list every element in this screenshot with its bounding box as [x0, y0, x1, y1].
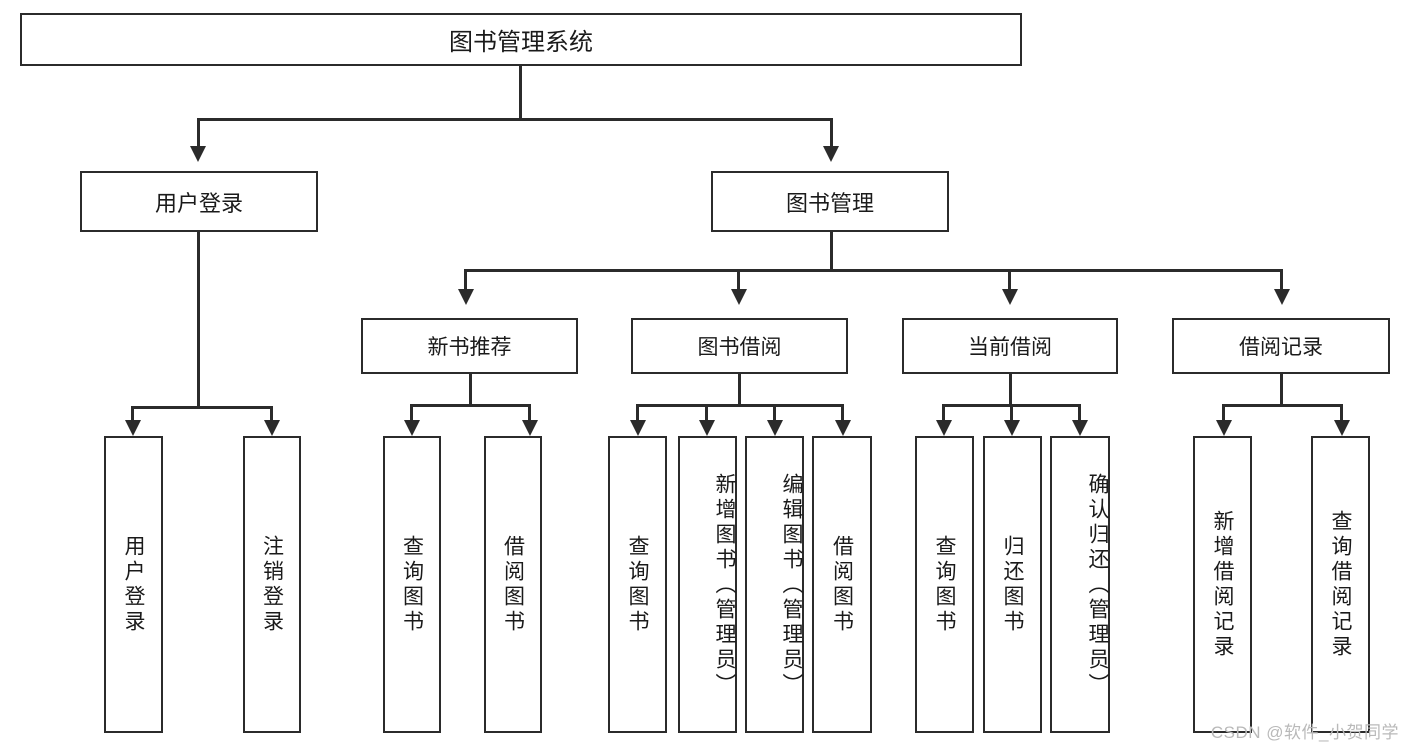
- edge-book-mgmt-to-borrow-record: [1280, 269, 1283, 291]
- arrow-user-login-to-leaf-2: [264, 420, 280, 436]
- leaf-current-borrow-return-book[interactable]: 归还图书: [983, 436, 1042, 733]
- leaf-label: 查询借阅记录: [1329, 509, 1352, 660]
- leaf-user-login-login[interactable]: 用户登录: [104, 436, 163, 733]
- leaf-borrow-record-query-record[interactable]: 查询借阅记录: [1311, 436, 1370, 733]
- leaf-new-book-query-book[interactable]: 查询图书: [383, 436, 441, 733]
- leaf-label: 新增图书（管理员）: [713, 473, 736, 698]
- edge-book-mgmt-to-new-book: [464, 269, 467, 291]
- leaf-label: 用户登录: [122, 534, 145, 635]
- node-user-login-label: 用户登录: [154, 190, 243, 216]
- arrow-current-borrow-to-leaf-3: [1072, 420, 1088, 436]
- edge-root-to-book-mgmt: [830, 118, 833, 148]
- node-root[interactable]: 图书管理系统: [20, 13, 1022, 66]
- edge-borrow-record-to-leaf-1: [1222, 404, 1225, 426]
- edge-user-login-stem: [197, 232, 200, 408]
- edge-current-borrow-to-leaf-3: [1078, 404, 1081, 426]
- edge-current-borrow-to-leaf-2: [1010, 404, 1013, 426]
- edge-current-borrow-to-leaf-1: [942, 404, 945, 426]
- node-new-book-recommend[interactable]: 新书推荐: [361, 318, 578, 374]
- arrow-book-borrow-to-leaf-4: [835, 420, 851, 436]
- leaf-book-borrow-edit-book-admin[interactable]: 编辑图书（管理员）: [745, 436, 804, 733]
- edge-book-borrow-to-leaf-4: [841, 404, 844, 426]
- leaf-current-borrow-query-book[interactable]: 查询图书: [915, 436, 974, 733]
- node-book-borrow-label: 图书借阅: [697, 336, 782, 359]
- edge-root-stem: [519, 66, 522, 120]
- leaf-book-borrow-query-book[interactable]: 查询图书: [608, 436, 667, 733]
- leaf-label: 编辑图书（管理员）: [780, 473, 803, 698]
- node-borrow-record[interactable]: 借阅记录: [1172, 318, 1390, 374]
- edge-new-book-to-leaf-1: [410, 404, 413, 426]
- watermark: CSDN @软件_小贺同学: [1210, 723, 1399, 742]
- arrow-book-mgmt-to-borrow-record: [1274, 289, 1290, 305]
- leaf-label: 查询图书: [626, 534, 649, 635]
- edge-user-login-bus: [131, 406, 270, 409]
- leaf-label: 借阅图书: [501, 534, 525, 635]
- leaf-label: 注销登录: [260, 534, 284, 635]
- edge-book-borrow-stem: [738, 374, 741, 406]
- node-book-borrow[interactable]: 图书借阅: [631, 318, 848, 374]
- leaf-label: 查询图书: [933, 534, 956, 635]
- node-borrow-record-label: 借阅记录: [1239, 336, 1323, 359]
- arrow-book-mgmt-to-new-book: [458, 289, 474, 305]
- leaf-user-login-logout[interactable]: 注销登录: [243, 436, 301, 733]
- arrow-book-mgmt-to-current-borrow: [1002, 289, 1018, 305]
- edge-book-borrow-to-leaf-3: [773, 404, 776, 426]
- arrow-new-book-to-leaf-2: [522, 420, 538, 436]
- edge-book-mgmt-bus: [464, 269, 1282, 272]
- node-book-management[interactable]: 图书管理: [711, 171, 949, 232]
- edge-book-borrow-bus: [636, 404, 842, 407]
- edge-user-login-to-leaf-2: [270, 406, 273, 426]
- leaf-book-borrow-borrow-book[interactable]: 借阅图书: [812, 436, 872, 733]
- edge-root-to-user-login: [197, 118, 200, 148]
- edge-new-book-stem: [469, 374, 472, 406]
- edge-book-borrow-to-leaf-2: [705, 404, 708, 426]
- edge-root-bus: [197, 118, 833, 121]
- edge-book-mgmt-to-book-borrow: [737, 269, 740, 291]
- edge-borrow-record-to-leaf-2: [1340, 404, 1343, 426]
- node-new-book-recommend-label: 新书推荐: [427, 336, 512, 359]
- node-current-borrow[interactable]: 当前借阅: [902, 318, 1118, 374]
- edge-book-mgmt-to-current-borrow: [1008, 269, 1011, 291]
- edge-current-borrow-stem: [1009, 374, 1012, 406]
- edge-borrow-record-bus: [1222, 404, 1340, 407]
- leaf-new-book-borrow-book[interactable]: 借阅图书: [484, 436, 542, 733]
- leaf-label: 借阅图书: [830, 534, 854, 635]
- leaf-label: 确认归还（管理员）: [1086, 473, 1109, 698]
- node-user-login[interactable]: 用户登录: [80, 171, 318, 232]
- arrow-new-book-to-leaf-1: [404, 420, 420, 436]
- edge-borrow-record-stem: [1280, 374, 1283, 406]
- arrow-user-login-to-leaf-1: [125, 420, 141, 436]
- node-book-management-label: 图书管理: [785, 190, 874, 216]
- edge-user-login-to-leaf-1: [131, 406, 134, 426]
- edge-book-borrow-to-leaf-1: [636, 404, 639, 426]
- leaf-label: 归还图书: [1001, 534, 1024, 635]
- leaf-label: 查询图书: [400, 534, 424, 635]
- edge-book-mgmt-stem: [830, 232, 833, 271]
- arrow-borrow-record-to-leaf-1: [1216, 420, 1232, 436]
- leaf-label: 新增借阅记录: [1211, 509, 1234, 660]
- arrow-book-borrow-to-leaf-3: [767, 420, 783, 436]
- leaf-current-borrow-confirm-return-admin[interactable]: 确认归还（管理员）: [1050, 436, 1110, 733]
- arrow-borrow-record-to-leaf-2: [1334, 420, 1350, 436]
- edge-new-book-bus: [410, 404, 528, 407]
- arrow-book-mgmt-to-book-borrow: [731, 289, 747, 305]
- arrow-book-borrow-to-leaf-1: [630, 420, 646, 436]
- arrow-current-borrow-to-leaf-1: [936, 420, 952, 436]
- leaf-borrow-record-add-record[interactable]: 新增借阅记录: [1193, 436, 1252, 733]
- arrow-current-borrow-to-leaf-2: [1004, 420, 1020, 436]
- node-current-borrow-label: 当前借阅: [968, 336, 1052, 359]
- arrow-book-borrow-to-leaf-2: [699, 420, 715, 436]
- leaf-book-borrow-add-book-admin[interactable]: 新增图书（管理员）: [678, 436, 737, 733]
- edge-new-book-to-leaf-2: [528, 404, 531, 426]
- node-root-label: 图书管理系统: [449, 29, 593, 56]
- arrow-root-to-user-login: [190, 146, 206, 162]
- arrow-root-to-book-mgmt: [823, 146, 839, 162]
